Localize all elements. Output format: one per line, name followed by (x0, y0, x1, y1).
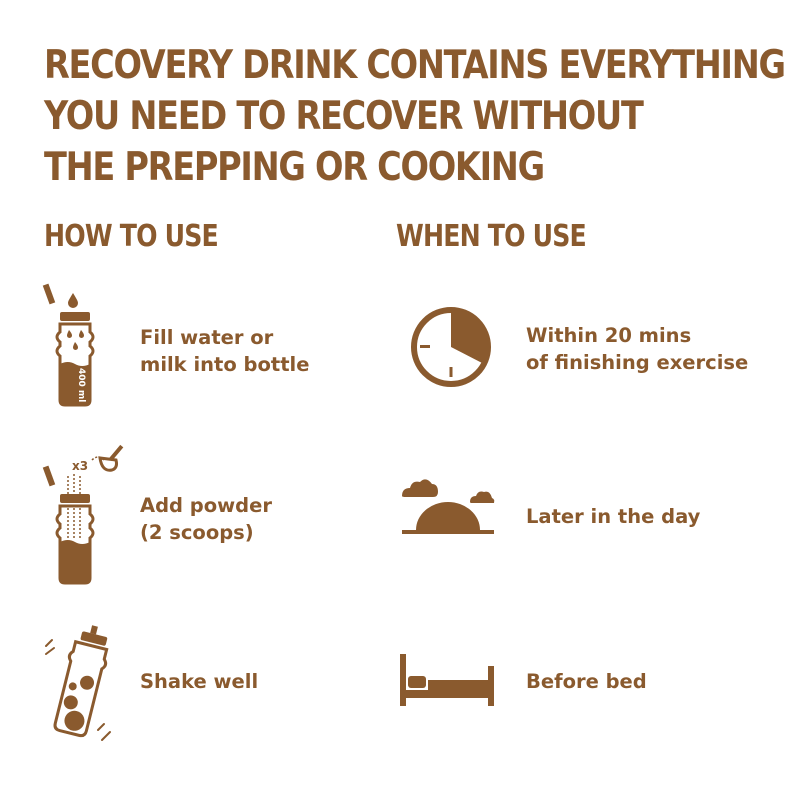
when-before-bed-text: Before bed (526, 670, 647, 693)
headline: RECOVERY DRINK CONTAINS EVERYTHING YOU N… (44, 40, 786, 193)
shaking-bottle-icon (45, 625, 111, 741)
step-shake-text: Shake well (140, 670, 259, 693)
step-powder-text: Add powder (2 scoops) (140, 494, 272, 544)
how-to-use-title: HOW TO USE (44, 219, 219, 254)
sunset-icon (402, 479, 495, 534)
bottle-scoop-icon: x3 (42, 444, 124, 585)
water-bottle-icon: 400 ml (42, 283, 95, 407)
when-later-day-text: Later in the day (526, 505, 701, 528)
bottle-volume-label: 400 ml (76, 368, 86, 402)
when-after-exercise-text: Within 20 mins of finishing exercise (526, 324, 749, 374)
scoop-count-label: x3 (72, 459, 88, 473)
when-to-use-title: WHEN TO USE (396, 219, 587, 254)
headline-line-3: THE PREPPING OR COOKING (44, 145, 545, 190)
headline-line-1: RECOVERY DRINK CONTAINS EVERYTHING (44, 43, 786, 88)
headline-line-2: YOU NEED TO RECOVER WITHOUT (44, 94, 644, 139)
step-fill-text: Fill water or milk into bottle (140, 326, 310, 376)
bed-icon (400, 654, 494, 706)
clock-icon (411, 307, 491, 387)
